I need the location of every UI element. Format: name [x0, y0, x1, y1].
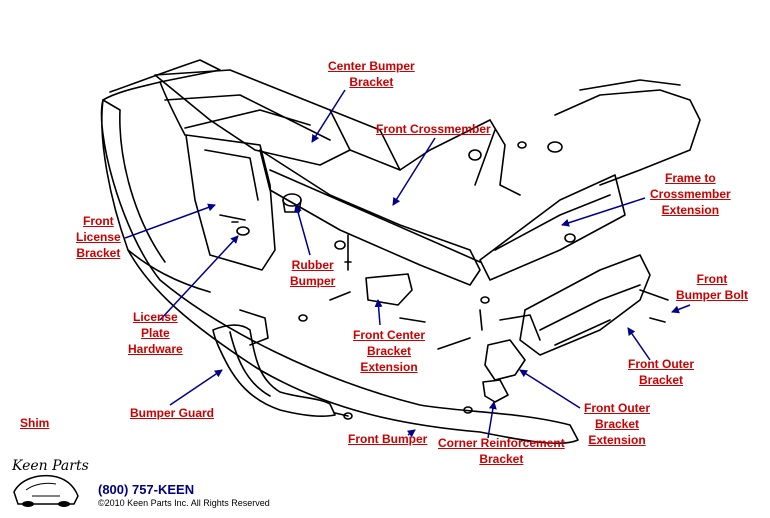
- arrow-front-outer-bracket: [627, 327, 651, 361]
- label-line[interactable]: Bracket: [479, 452, 524, 466]
- label-center-bumper-bracket[interactable]: Center Bumper Bracket: [328, 58, 415, 90]
- label-line[interactable]: Front Outer: [584, 401, 650, 415]
- label-line[interactable]: License: [76, 230, 121, 244]
- label-line[interactable]: Frame to: [665, 171, 716, 185]
- label-license-plate-hardware[interactable]: License Plate Hardware: [128, 309, 183, 357]
- arrow-center-bumper-bracket: [311, 89, 346, 143]
- arrow-rubber-bumper: [294, 204, 311, 256]
- label-line[interactable]: Bracket: [594, 417, 640, 431]
- keen-parts-logo: Keen Parts: [8, 452, 98, 514]
- label-line[interactable]: Front Bumper: [348, 432, 428, 446]
- label-line[interactable]: Bracket: [76, 246, 121, 260]
- label-shim[interactable]: Shim: [20, 415, 49, 431]
- line-art: [100, 59, 701, 445]
- label-rubber-bumper[interactable]: Rubber Bumper: [290, 257, 335, 289]
- arrow-front-license-bracket: [124, 203, 216, 239]
- label-line[interactable]: Crossmember: [650, 187, 731, 201]
- label-front-bumper-bolt[interactable]: Front Bumper Bolt: [676, 271, 748, 303]
- label-line[interactable]: Bumper: [290, 274, 336, 288]
- label-line[interactable]: Bracket: [349, 75, 394, 89]
- label-line[interactable]: Plate: [141, 326, 170, 340]
- arrow-license-plate-hardware: [159, 235, 239, 321]
- label-line[interactable]: Extension: [588, 433, 646, 447]
- label-line[interactable]: Corner Reinforcement: [438, 436, 565, 450]
- callout-arrows: [124, 89, 691, 439]
- arrow-bumper-guard: [169, 369, 223, 406]
- logo-car-icon: Keen Parts: [11, 458, 89, 507]
- arrow-front-outer-bracket-extension: [519, 369, 581, 409]
- label-front-outer-bracket[interactable]: Front Outer Bracket: [628, 356, 694, 388]
- copyright-text: ©2010 Keen Parts Inc. All Rights Reserve…: [98, 498, 270, 508]
- arrow-front-crossmember: [392, 137, 436, 206]
- label-line[interactable]: Front: [83, 214, 114, 228]
- label-line[interactable]: Shim: [20, 416, 50, 430]
- label-line[interactable]: Bracket: [366, 344, 412, 358]
- label-line[interactable]: Front Crossmember: [376, 122, 491, 136]
- label-line[interactable]: Extension: [360, 360, 418, 374]
- label-line[interactable]: Front Outer: [628, 357, 694, 371]
- label-line[interactable]: Front Center: [353, 328, 425, 342]
- label-corner-reinforcement-bracket[interactable]: Corner Reinforcement Bracket: [438, 435, 565, 467]
- label-front-outer-bracket-extension[interactable]: Front Outer Bracket Extension: [584, 400, 650, 448]
- label-line[interactable]: Bracket: [638, 373, 684, 387]
- label-front-center-bracket-extension[interactable]: Front Center Bracket Extension: [353, 327, 425, 375]
- label-line[interactable]: Center Bumper: [328, 59, 415, 73]
- label-line[interactable]: Extension: [661, 203, 720, 217]
- arrow-front-center-bracket-extension: [374, 299, 383, 326]
- label-front-bumper[interactable]: Front Bumper: [348, 431, 427, 447]
- arrow-frame-to-crossmember-extension: [561, 197, 646, 227]
- phone-number: (800) 757-KEEN: [98, 482, 195, 497]
- label-line[interactable]: Bumper Bolt: [676, 288, 748, 302]
- label-front-crossmember[interactable]: Front Crossmember: [376, 121, 491, 137]
- label-front-license-bracket[interactable]: Front License Bracket: [76, 213, 121, 261]
- label-line[interactable]: Rubber: [291, 258, 334, 272]
- label-frame-to-crossmember-extension[interactable]: Frame to Crossmember Extension: [650, 170, 731, 218]
- label-line[interactable]: Hardware: [128, 342, 183, 356]
- logo-text: Keen Parts: [11, 458, 89, 474]
- arrow-front-bumper: [406, 429, 416, 438]
- arrow-corner-reinforcement-bracket: [487, 401, 497, 439]
- arrow-front-bumper-bolt: [671, 304, 691, 314]
- label-line[interactable]: License: [133, 310, 178, 324]
- label-line[interactable]: Bumper Guard: [130, 406, 215, 420]
- label-line[interactable]: Front: [696, 272, 728, 286]
- label-bumper-guard[interactable]: Bumper Guard: [130, 405, 214, 421]
